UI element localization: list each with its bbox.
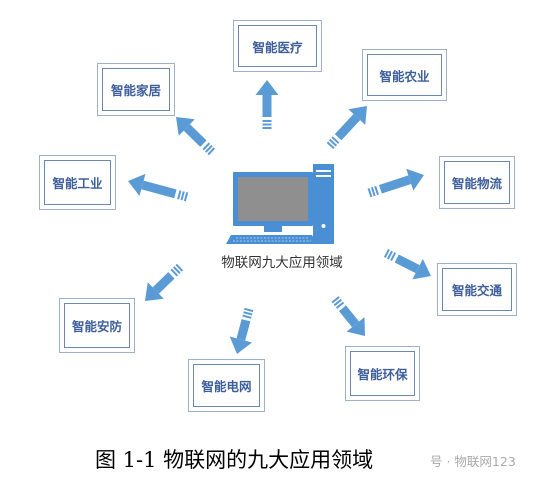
node-box-frame: 智能交通	[442, 268, 512, 311]
node-label-logistics: 智能物流	[451, 176, 502, 191]
node-label-security: 智能安防	[71, 319, 122, 334]
arrow-to-environment	[331, 296, 365, 337]
node-label-transport: 智能交通	[451, 283, 502, 298]
node-box-frame: 智能农业	[367, 54, 442, 96]
arrow-to-agriculture	[326, 106, 367, 150]
arrow-to-industry	[127, 173, 189, 202]
node-label-agriculture: 智能农业	[379, 68, 430, 84]
arrow-to-logistics	[367, 168, 424, 198]
arrow-to-security	[144, 263, 184, 301]
node-box-frame: 智能电网	[193, 364, 260, 407]
node-box-frame: 智能医疗	[238, 25, 317, 67]
node-box-industry: 智能工业	[39, 155, 116, 210]
node-box-medical: 智能医疗	[233, 20, 322, 72]
node-box-frame: 智能环保	[350, 351, 415, 396]
node-box-logistics: 智能物流	[439, 156, 515, 209]
node-box-security: 智能安防	[59, 298, 135, 353]
node-box-frame: 智能安防	[64, 303, 130, 348]
arrow-to-home	[175, 117, 216, 156]
arrow-group	[127, 80, 432, 355]
node-label-home: 智能家居	[110, 83, 161, 98]
node-label-environment: 智能环保	[357, 367, 408, 382]
node-box-frame: 智能家居	[102, 68, 170, 111]
figure-caption: 图 1-1 物联网的九大应用领域	[95, 448, 374, 472]
node-box-transport: 智能交通	[437, 263, 517, 316]
node-box-home: 智能家居	[97, 63, 175, 116]
node-label-industry: 智能工业	[52, 176, 103, 191]
node-label-medical: 智能医疗	[252, 39, 303, 55]
desktop-computer-icon	[226, 164, 334, 244]
watermark-text: 号 · 物联网123	[430, 454, 516, 469]
node-label-grid: 智能电网	[201, 379, 252, 394]
arrow-to-grid	[229, 307, 254, 355]
center-label: 物联网九大应用领域	[221, 255, 343, 271]
arrow-to-medical	[255, 80, 279, 129]
node-box-frame: 智能工业	[44, 160, 111, 205]
node-box-environment: 智能环保	[345, 346, 420, 401]
node-box-frame: 智能物流	[444, 161, 510, 204]
arrow-to-transport	[383, 248, 432, 280]
node-box-grid: 智能电网	[188, 359, 265, 412]
node-box-agriculture: 智能农业	[362, 49, 447, 101]
